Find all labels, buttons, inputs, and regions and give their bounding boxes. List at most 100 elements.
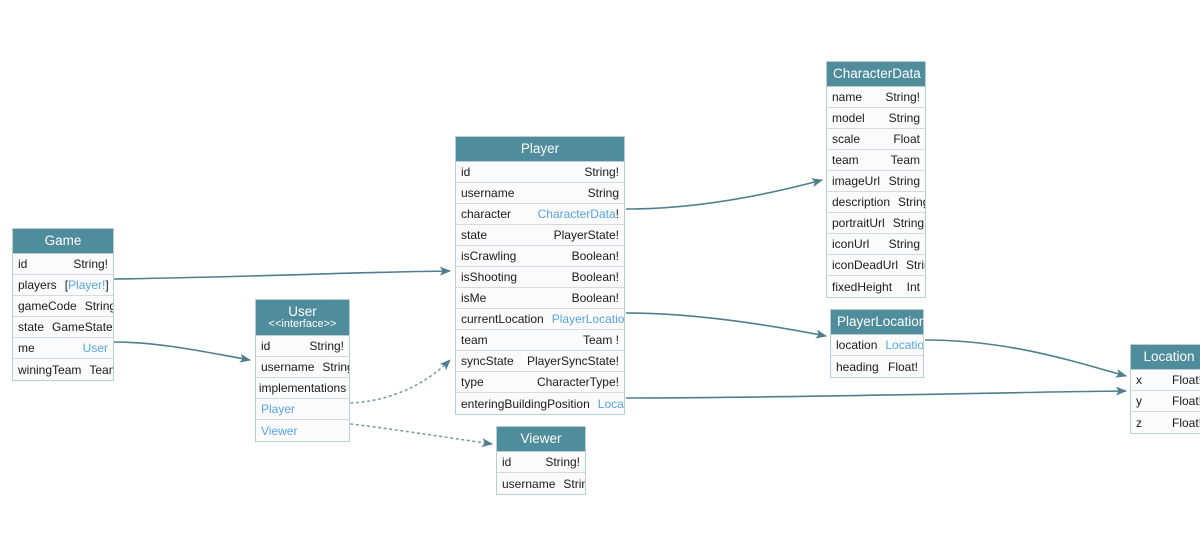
field-game-state[interactable]: state GameState! — [13, 317, 113, 338]
field-characterdata-description[interactable]: description String — [827, 192, 925, 213]
user-implementation-player[interactable]: Player — [256, 399, 349, 420]
field-player-character[interactable]: character CharacterData! — [456, 204, 624, 225]
field-characterdata-scale[interactable]: scale Float — [827, 129, 925, 150]
field-characterdata-model[interactable]: model String — [827, 108, 925, 129]
field-type: Boolean! — [571, 291, 619, 305]
entity-location[interactable]: Location x Float! y Float! z Float! — [1130, 344, 1200, 434]
field-user-id[interactable]: id String! — [256, 336, 349, 357]
field-name: id — [502, 455, 512, 469]
type-link[interactable]: Player! — [68, 278, 106, 292]
user-implementations-label: implementations — [256, 378, 349, 399]
field-player-state[interactable]: state PlayerState! — [456, 225, 624, 246]
field-type: String — [563, 476, 585, 491]
field-player-isshooting[interactable]: isShooting Boolean! — [456, 267, 624, 288]
field-characterdata-team[interactable]: team Team — [827, 150, 925, 171]
implementation-name[interactable]: Viewer — [261, 423, 298, 438]
field-type[interactable]: Location — [597, 396, 624, 411]
entity-player[interactable]: Player id String! username String charac… — [455, 136, 625, 415]
field-location-x[interactable]: x Float! — [1131, 370, 1200, 391]
field-name: character — [461, 207, 512, 221]
field-game-id[interactable]: id String! — [13, 254, 113, 275]
field-name: state — [18, 320, 45, 334]
field-name: syncState — [461, 354, 514, 368]
field-playerlocation-location[interactable]: location Location! — [831, 335, 923, 356]
field-game-me[interactable]: me User — [13, 338, 113, 359]
field-game-gamecode[interactable]: gameCode String! — [13, 296, 113, 317]
field-viewer-id[interactable]: id String! — [497, 452, 585, 473]
entity-player-title: Player — [456, 137, 624, 162]
field-type: Team ! — [582, 333, 619, 347]
user-implementation-viewer[interactable]: Viewer — [256, 420, 349, 441]
field-name: location — [836, 338, 878, 352]
field-type: String! — [545, 455, 580, 469]
type-link[interactable]: CharacterData — [537, 207, 616, 221]
field-type: Float! — [1171, 394, 1200, 408]
field-name: username — [261, 360, 315, 374]
field-playerlocation-heading[interactable]: heading Float! — [831, 356, 923, 377]
field-name: imageUrl — [832, 174, 881, 188]
field-name: fixedHeight — [832, 279, 893, 294]
type-link[interactable]: PlayerLocation — [551, 312, 624, 326]
field-type: PlayerSyncState! — [526, 354, 619, 368]
entity-characterdata-title: CharacterData — [827, 62, 925, 87]
field-characterdata-imageurl[interactable]: imageUrl String — [827, 171, 925, 192]
edge-game-players-to-player — [113, 266, 452, 280]
field-type: CharacterData! — [538, 207, 619, 221]
field-name: model — [832, 111, 865, 125]
field-characterdata-icondeadurl[interactable]: iconDeadUrl String — [827, 255, 925, 276]
field-type: String! — [584, 165, 619, 179]
field-name: y — [1136, 394, 1142, 408]
field-name: iconDeadUrl — [832, 258, 899, 272]
field-player-id[interactable]: id String! — [456, 162, 624, 183]
entity-viewer-title: Viewer — [497, 427, 585, 452]
entity-user[interactable]: User <<interface>> id String! username S… — [255, 299, 350, 442]
edge-user-viewer-implementation — [350, 423, 494, 448]
field-player-iscrawling[interactable]: isCrawling Boolean! — [456, 246, 624, 267]
field-player-type[interactable]: type CharacterType! — [456, 372, 624, 393]
field-type: PlayerLocation! — [552, 312, 624, 326]
field-player-team[interactable]: team Team ! — [456, 330, 624, 351]
entity-characterdata[interactable]: CharacterData name String! model String … — [826, 61, 926, 298]
field-type: String — [892, 216, 925, 230]
field-name: scale — [832, 132, 861, 146]
field-characterdata-name[interactable]: name String! — [827, 87, 925, 108]
field-name: team — [832, 153, 859, 167]
field-name: iconUrl — [832, 237, 870, 251]
field-name: enteringBuildingPosition — [461, 396, 590, 411]
field-game-winingteam[interactable]: winingTeam Team — [13, 359, 113, 380]
field-user-username[interactable]: username String — [256, 357, 349, 378]
implementation-name[interactable]: Player — [261, 402, 296, 416]
field-type: Team — [89, 362, 113, 377]
field-location-z[interactable]: z Float! — [1131, 412, 1200, 433]
field-name: players — [18, 278, 57, 292]
field-player-isme[interactable]: isMe Boolean! — [456, 288, 624, 309]
entity-game[interactable]: Game id String! players [Player!] gameCo… — [12, 228, 114, 381]
field-name: isShooting — [461, 270, 518, 284]
field-viewer-username[interactable]: username String — [497, 473, 585, 494]
field-player-syncstate[interactable]: syncState PlayerSyncState! — [456, 351, 624, 372]
field-location-y[interactable]: y Float! — [1131, 391, 1200, 412]
field-characterdata-fixedheight[interactable]: fixedHeight Int — [827, 276, 925, 297]
field-type: String — [906, 258, 925, 272]
field-type[interactable]: User — [82, 341, 108, 355]
field-type: String! — [84, 299, 113, 313]
field-type: String — [888, 111, 920, 125]
field-player-enteringbuildingposition[interactable]: enteringBuildingPosition Location — [456, 393, 624, 414]
entity-playerlocation[interactable]: PlayerLocation location Location! headin… — [830, 309, 926, 378]
field-player-username[interactable]: username String — [456, 183, 624, 204]
entity-user-stereotype: <<interface>> — [268, 318, 337, 330]
field-game-players[interactable]: players [Player!] — [13, 275, 113, 296]
field-type[interactable]: Location! — [885, 338, 923, 352]
field-characterdata-iconurl[interactable]: iconUrl String — [827, 234, 925, 255]
field-name: username — [461, 186, 515, 200]
field-player-currentlocation[interactable]: currentLocation PlayerLocation! — [456, 309, 624, 330]
entity-viewer[interactable]: Viewer id String! username String — [496, 426, 586, 495]
field-name: currentLocation — [461, 312, 544, 326]
field-type: String — [888, 174, 920, 188]
field-name: isMe — [461, 291, 487, 305]
edge-user-player-implementation — [350, 359, 451, 404]
field-type: GameState! — [52, 320, 113, 334]
field-name: username — [502, 476, 556, 491]
field-characterdata-portraiturl[interactable]: portraitUrl String — [827, 213, 925, 234]
